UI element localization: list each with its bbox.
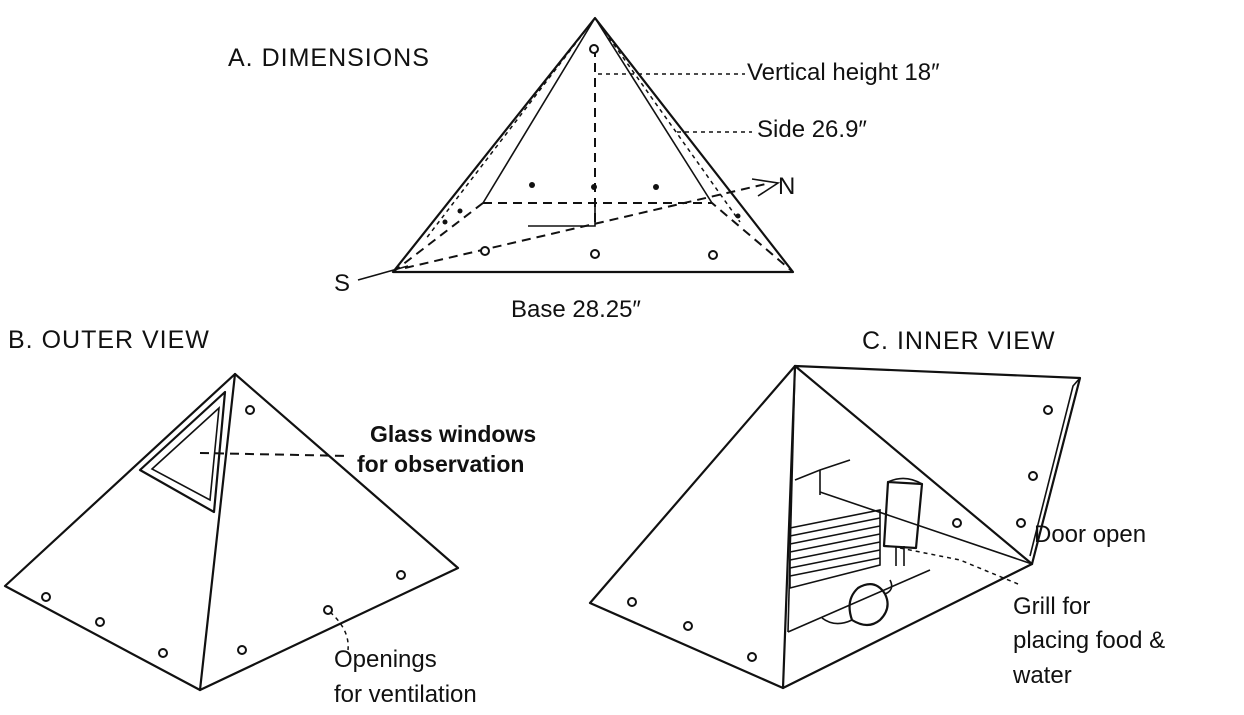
glass-window [138, 390, 227, 514]
water-bottle-icon [882, 477, 924, 566]
dimensions-axis-south-tail [357, 265, 409, 281]
inner-vent-hole [1028, 471, 1038, 481]
dimensions-vent-hole [589, 44, 599, 54]
inner-vent-hole [683, 621, 693, 631]
outer-pyramid-front-edge [198, 372, 237, 692]
inner-back-left-edge [787, 365, 796, 633]
inner-vent-hole [627, 597, 637, 607]
dimensions-dot [653, 184, 659, 190]
dimensions-vent-hole [590, 249, 600, 259]
dimensions-back-edge-left [482, 17, 596, 204]
inner-pyramid-outline [588, 364, 1034, 690]
inner-vent-hole [747, 652, 757, 662]
label-openings-line1: Openings [334, 646, 437, 673]
outer-vent-hole [237, 645, 247, 655]
dimensions-front-edge-right [594, 17, 741, 223]
dimensions-dot [591, 184, 597, 190]
outer-vent-hole [158, 648, 168, 658]
dimensions-vent-hole [480, 246, 490, 256]
heading-dimensions: A. DIMENSIONS [228, 44, 430, 72]
label-openings-line2: for ventilation [334, 681, 477, 708]
label-grill-line3: water [1012, 662, 1072, 689]
door-open-thickness [1029, 377, 1081, 557]
inner-floor-front [787, 569, 931, 633]
dimensions-centre-mark [528, 205, 596, 227]
inner-vent-hole [952, 518, 962, 528]
north-arrow-icon [751, 178, 781, 197]
heading-outer-view: B. OUTER VIEW [8, 326, 210, 354]
label-glass-windows-line2: for observation [357, 451, 524, 477]
outer-vent-hole [95, 617, 105, 627]
label-base: Base 28.25″ [511, 296, 641, 323]
grill-for-food [789, 509, 881, 590]
door-open [793, 364, 1082, 566]
dimensions-base-square [392, 202, 794, 273]
dimensions-axis-line [404, 182, 771, 269]
panel-inner-view: C. INNER VIEW [588, 327, 1165, 690]
outer-vent-hole [396, 570, 406, 580]
outer-vent-hole [41, 592, 51, 602]
glass-windows-leader [199, 452, 351, 457]
panel-outer-view: B. OUTER VIEW Glass windows for observat… [3, 326, 536, 708]
panel-dimensions: A. DIMENSIONS Vertical height 18″ [228, 16, 940, 323]
rat-figure-icon [821, 579, 893, 627]
label-north: N [778, 173, 795, 200]
openings-leader [329, 611, 349, 651]
glass-window-inner [150, 406, 220, 502]
inner-back-wall [794, 459, 851, 495]
inner-floor-line [819, 491, 1033, 565]
label-vertical-height: Vertical height 18″ [747, 59, 940, 86]
inner-vent-hole [1016, 518, 1026, 528]
outer-vent-hole [245, 405, 255, 415]
dimensions-dot [735, 213, 741, 219]
label-glass-windows-line1: Glass windows [370, 421, 536, 447]
dimensions-front-edge-left [424, 17, 596, 241]
label-side: Side 26.9″ [757, 116, 867, 143]
label-door-open: Door open [1034, 521, 1146, 548]
dimensions-pyramid-outline [391, 16, 795, 274]
dimensions-vent-hole [708, 250, 718, 260]
dimensions-back-edge-right [594, 17, 713, 204]
label-south: S [334, 270, 350, 297]
label-grill-line2: placing food & [1013, 627, 1165, 654]
dimensions-dot [457, 208, 463, 214]
heading-inner-view: C. INNER VIEW [862, 327, 1056, 355]
dimensions-dot [442, 219, 448, 225]
inner-vent-hole [1043, 405, 1053, 415]
label-grill-line1: Grill for [1013, 593, 1090, 620]
dimensions-dot [529, 182, 535, 188]
